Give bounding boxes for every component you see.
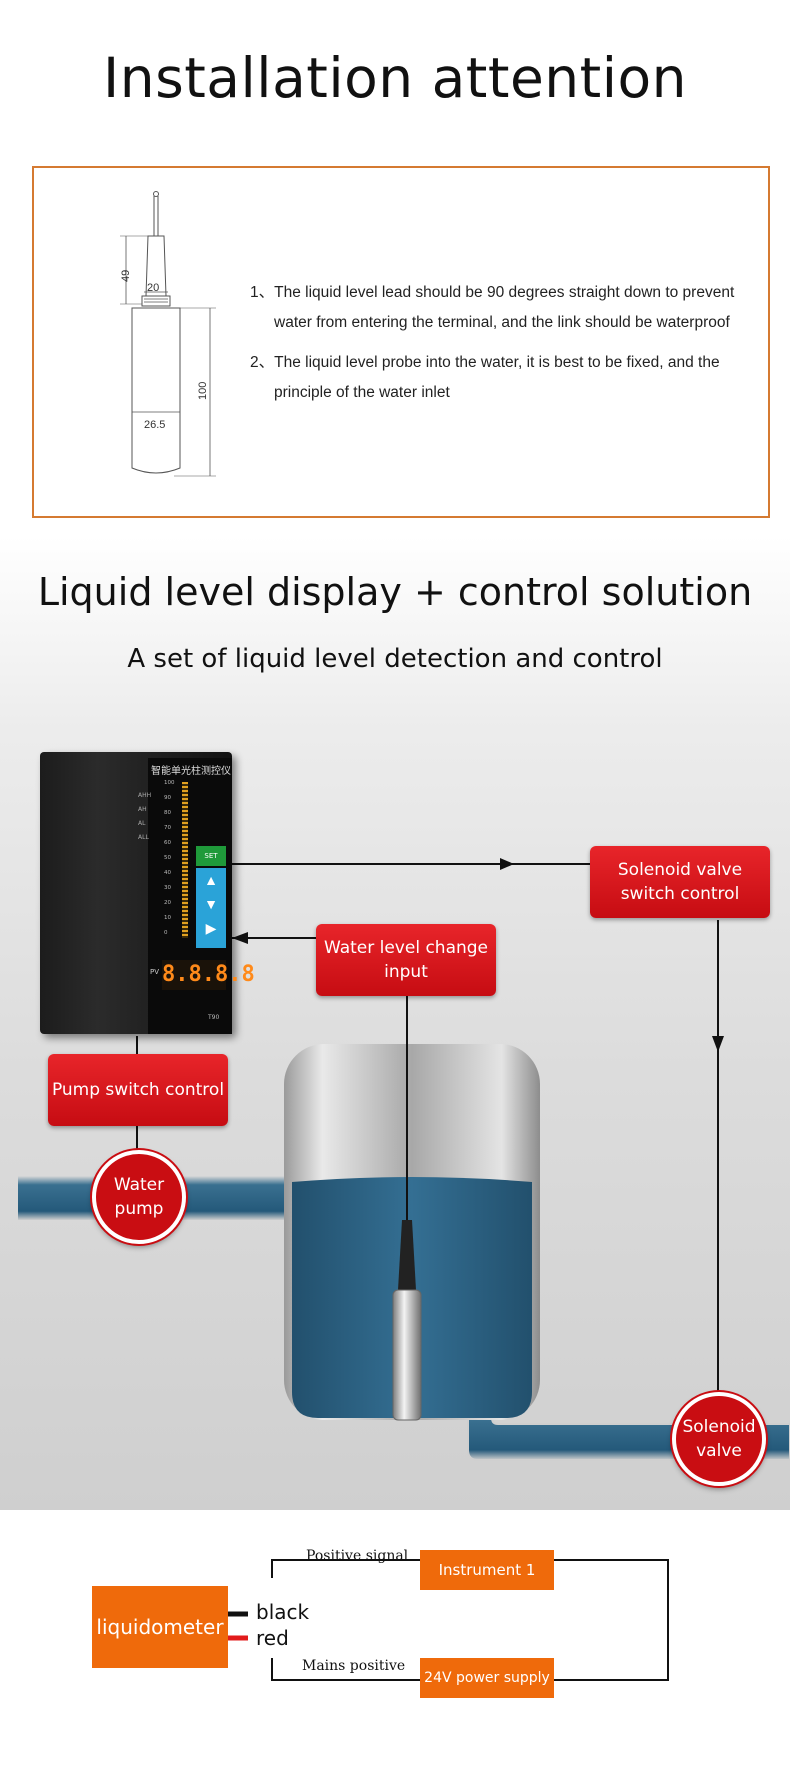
dim-100-label: 100	[197, 382, 209, 400]
black-wire-label: black	[256, 1600, 310, 1624]
up-arrow-icon[interactable]: ▲	[204, 872, 218, 888]
pv-label: PV	[150, 968, 160, 976]
right-arrow-icon[interactable]: ▶	[205, 920, 217, 936]
red-wire-label: red	[256, 1626, 289, 1650]
positive-signal-label: Positive signal	[306, 1548, 409, 1564]
liquidometer-box: liquidometer	[92, 1586, 228, 1668]
wiring-diagram	[228, 1559, 669, 1681]
instrument1-box: Instrument 1	[420, 1550, 554, 1590]
water-pump-badge: Water pump	[92, 1150, 186, 1244]
installation-panel: 49 20 26.5 100 1、The liquid level lead s…	[32, 166, 770, 518]
note-1: 1、The liquid level lead should be 90 deg…	[250, 284, 735, 331]
dim-49-label: 49	[120, 270, 132, 282]
level-controller-instrument: 智能单光柱测控仪 AHH AH AL ALL 100 90 80 70 60 5…	[40, 752, 255, 1034]
down-arrow-icon[interactable]: ▼	[204, 896, 218, 912]
note-2: 2、The liquid level probe into the water,…	[250, 354, 720, 401]
set-button[interactable]: SET	[196, 846, 226, 866]
level-bargraph	[182, 782, 188, 938]
dim-26-label: 26.5	[144, 419, 165, 431]
dim-20-label: 20	[147, 282, 159, 294]
sensor-dimension-drawing: 49 20 26.5 100	[120, 191, 216, 477]
installation-title: Installation attention	[103, 46, 687, 110]
level-probe	[392, 1289, 422, 1421]
alarm-labels: AHH AH AL ALL	[138, 792, 152, 841]
pump-switch-label: Pump switch control	[48, 1054, 228, 1126]
solenoid-control-label: Solenoid valve switch control	[590, 846, 770, 918]
arrow-keypad: ▲ ▼ ▶	[196, 868, 226, 948]
mains-positive-label: Mains positive	[302, 1658, 406, 1674]
model-label: T90	[208, 1014, 220, 1021]
water-level-input-label: Water level change input	[316, 924, 496, 996]
pv-display: 8.8.8.8	[162, 960, 255, 990]
instrument-header: 智能单光柱测控仪	[151, 766, 231, 777]
solution-subtitle: A set of liquid level detection and cont…	[127, 644, 663, 674]
solution-title: Liquid level display + control solution	[37, 570, 753, 614]
bargraph-scale: 100 90 80 70 60 50 40 30 20 10 0	[164, 780, 175, 936]
power-supply-box: 24V power supply	[420, 1658, 554, 1698]
installation-notes: 1、The liquid level lead should be 90 deg…	[250, 278, 750, 418]
solenoid-valve-badge: Solenoid valve	[672, 1392, 766, 1486]
